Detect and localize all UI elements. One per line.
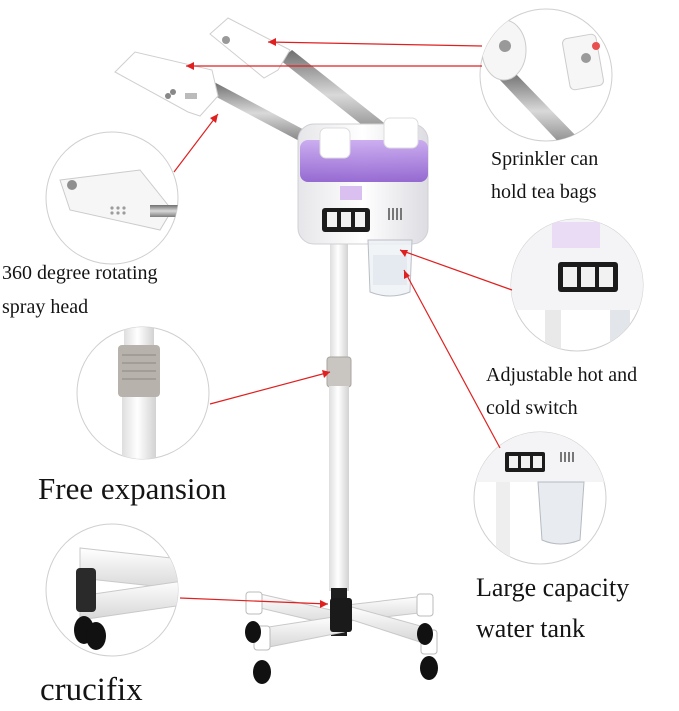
spray-arms — [207, 50, 393, 144]
crucifix-base — [245, 591, 438, 655]
callout-switch-line1: Adjustable hot and — [486, 364, 638, 386]
callout-circle-expansion — [76, 326, 210, 460]
callout-crucifix-label: crucifix — [40, 672, 143, 708]
steamer-body-icon — [297, 117, 429, 297]
callout-circle-crucifix — [45, 523, 179, 657]
callout-switch-label: Adjustable hot and cold switch — [486, 359, 637, 425]
pointer-arrowheads — [186, 38, 410, 608]
callout-expansion-label: Free expansion — [38, 471, 227, 506]
callout-circle-sprinkler — [479, 8, 613, 142]
callout-switch-line2: cold switch — [486, 397, 578, 419]
callout-rotating-label: 360 degree rotating spray head — [2, 256, 158, 324]
callout-sprinkler-label: Sprinkler can hold tea bags — [491, 143, 598, 209]
steamer — [114, 17, 438, 684]
pointer-lines — [173, 41, 513, 605]
callout-sprinkler-line2: hold tea bags — [491, 181, 597, 203]
pole-lower — [329, 386, 349, 591]
callout-circle-tank — [473, 431, 607, 565]
callout-sprinkler-line1: Sprinkler can — [491, 148, 599, 170]
base-hub — [330, 598, 352, 632]
wheel-icon — [245, 621, 438, 684]
callout-rotating-line1: 360 degree rotating — [2, 262, 158, 284]
callout-rotating-line2: spray head — [2, 296, 89, 318]
height-adjust-collar[interactable] — [326, 356, 352, 388]
pole-upper — [330, 232, 348, 372]
spray-head-upper[interactable] — [209, 17, 291, 79]
callout-circle-rotating — [45, 131, 179, 265]
callout-tank-label: Large capacity water tank — [476, 567, 629, 649]
callout-circle-switch — [510, 218, 644, 352]
callout-tank-line1: Large capacity — [476, 573, 630, 602]
spray-head-lower[interactable] — [114, 51, 219, 117]
callout-tank-line2: water tank — [476, 614, 586, 643]
